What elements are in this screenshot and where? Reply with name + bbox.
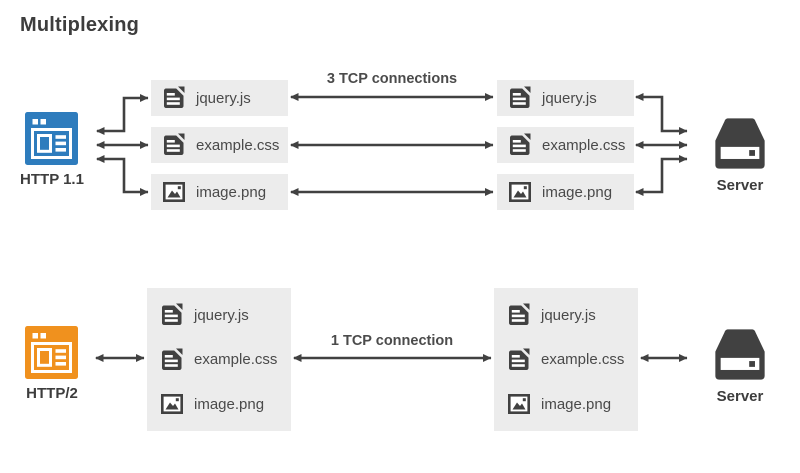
image-icon	[159, 391, 185, 417]
file-name: image.png	[194, 395, 265, 413]
file-name: example.css	[194, 351, 278, 368]
tcp-connections-label: 3 TCP connections	[326, 71, 458, 87]
file-name: image.png	[541, 395, 612, 413]
file-name: jquery.js	[196, 89, 251, 107]
document-icon	[507, 132, 533, 158]
document-icon	[507, 85, 533, 111]
image-icon	[507, 179, 533, 205]
file-row: image.png	[506, 386, 638, 422]
server-label: Server	[716, 177, 764, 194]
file-group-box: jquery.js example.css image.png	[147, 288, 291, 431]
server-icon	[711, 116, 769, 171]
http2-browser-icon	[25, 326, 78, 379]
file-name: jquery.js	[541, 306, 596, 324]
file-row: image.png	[159, 386, 291, 422]
document-icon	[161, 132, 187, 158]
file-name: example.css	[542, 136, 626, 154]
tcp-connection-label: 1 TCP connection	[330, 333, 454, 349]
file-box: jquery.js	[151, 80, 288, 116]
document-icon	[506, 347, 532, 373]
http2-label: HTTP/2	[26, 385, 78, 402]
http11-label: HTTP 1.1	[20, 171, 84, 188]
file-box: example.css	[151, 127, 288, 163]
file-row: example.css	[159, 342, 291, 378]
file-box: image.png	[497, 174, 634, 210]
file-row: jquery.js	[506, 297, 638, 333]
file-box: example.css	[497, 127, 634, 163]
server-icon	[711, 327, 769, 382]
document-icon	[506, 302, 532, 328]
http11-browser-icon	[25, 112, 78, 165]
document-icon	[159, 347, 185, 373]
server-label: Server	[716, 388, 764, 405]
page-title: Multiplexing	[20, 14, 140, 36]
file-name: jquery.js	[194, 306, 249, 324]
file-row: jquery.js	[159, 297, 291, 333]
file-name: jquery.js	[542, 89, 597, 107]
file-name: image.png	[542, 183, 613, 201]
file-group-box: jquery.js example.css image.png	[494, 288, 638, 431]
file-name: example.css	[196, 136, 280, 154]
file-box: jquery.js	[497, 80, 634, 116]
file-box: image.png	[151, 174, 288, 210]
file-name: image.png	[196, 183, 267, 201]
file-row: example.css	[506, 342, 638, 378]
image-icon	[506, 391, 532, 417]
file-name: example.css	[541, 351, 625, 368]
image-icon	[161, 179, 187, 205]
document-icon	[161, 85, 187, 111]
document-icon	[159, 302, 185, 328]
